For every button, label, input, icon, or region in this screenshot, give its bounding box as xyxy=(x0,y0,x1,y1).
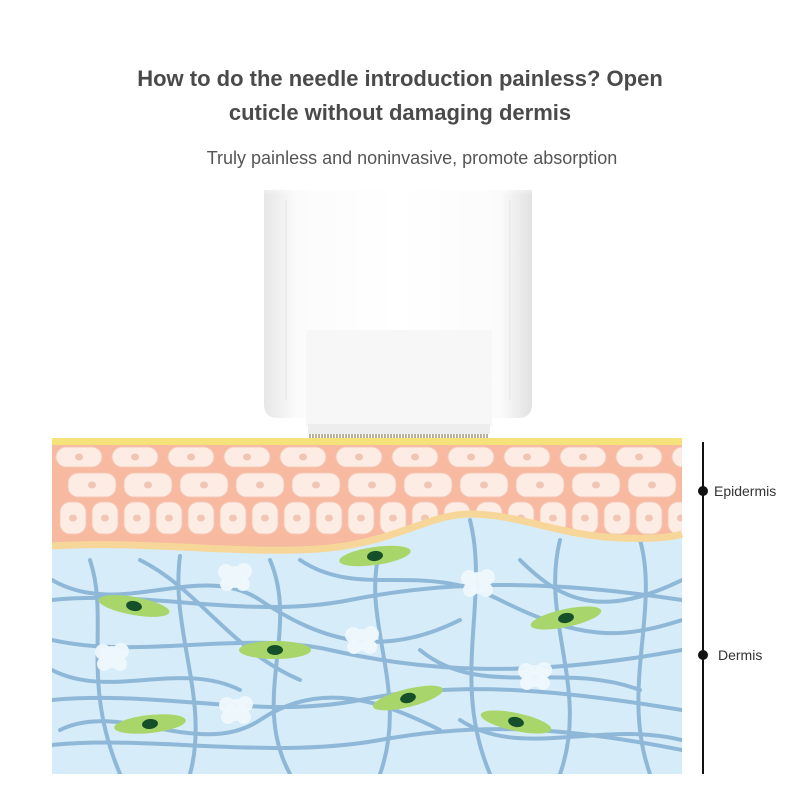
dermis-label: Dermis xyxy=(718,647,763,663)
hyaluronic-clusters xyxy=(95,563,552,724)
headline-line-1: How to do the needle introduction painle… xyxy=(137,66,663,91)
epidermal-cell xyxy=(671,446,682,468)
collagen-fiber xyxy=(298,558,682,636)
epidermis-label: Epidermis xyxy=(714,483,777,499)
collagen-fiber xyxy=(52,638,682,671)
collagen-fiber xyxy=(458,718,682,742)
device-tip xyxy=(308,424,490,434)
hyaluronic-cluster xyxy=(461,569,495,597)
epidermal-cells xyxy=(55,446,682,535)
fibroblast-cell xyxy=(114,714,186,734)
fibroblast-cell xyxy=(530,606,602,630)
device xyxy=(264,180,534,443)
hyaluronic-cluster xyxy=(518,662,552,690)
collagen-fiber xyxy=(636,538,652,774)
fibroblast-cell xyxy=(480,710,552,734)
collagen-fiber xyxy=(138,558,302,682)
headline: How to do the needle introduction painle… xyxy=(0,62,800,130)
hyaluronic-cluster xyxy=(345,626,379,654)
hyaluronic-cluster xyxy=(218,563,252,591)
hyaluronic-cluster xyxy=(219,696,253,724)
headline-line-2: cuticle without damaging dermis xyxy=(228,100,572,125)
device-head xyxy=(306,330,492,426)
epidermis-layer xyxy=(52,438,682,551)
fibroblast-cell xyxy=(373,685,443,711)
layer-scale xyxy=(698,442,708,774)
hyaluronic-cluster xyxy=(95,643,129,671)
dermis-layer xyxy=(51,510,684,774)
collagen-fiber xyxy=(553,538,572,774)
collagen-fiber xyxy=(468,518,492,774)
collagen-fiber xyxy=(52,583,682,610)
fibroblast-cell xyxy=(98,595,170,617)
collagen-fiber xyxy=(52,578,462,644)
collagen-fibers xyxy=(52,518,682,774)
collagen-fiber xyxy=(518,558,682,604)
fibroblast-cells xyxy=(98,545,602,734)
collagen-fiber xyxy=(373,548,392,774)
basal-membrane xyxy=(51,510,684,554)
collagen-fiber xyxy=(268,558,292,774)
fibroblast-cell xyxy=(239,641,311,659)
subtitle: Truly painless and noninvasive, promote … xyxy=(206,148,618,168)
fibroblast-cell xyxy=(339,545,411,567)
dermis-marker xyxy=(698,650,708,660)
collagen-fiber xyxy=(52,668,242,692)
stratum-corneum xyxy=(52,438,682,445)
epidermis-marker xyxy=(698,486,708,496)
